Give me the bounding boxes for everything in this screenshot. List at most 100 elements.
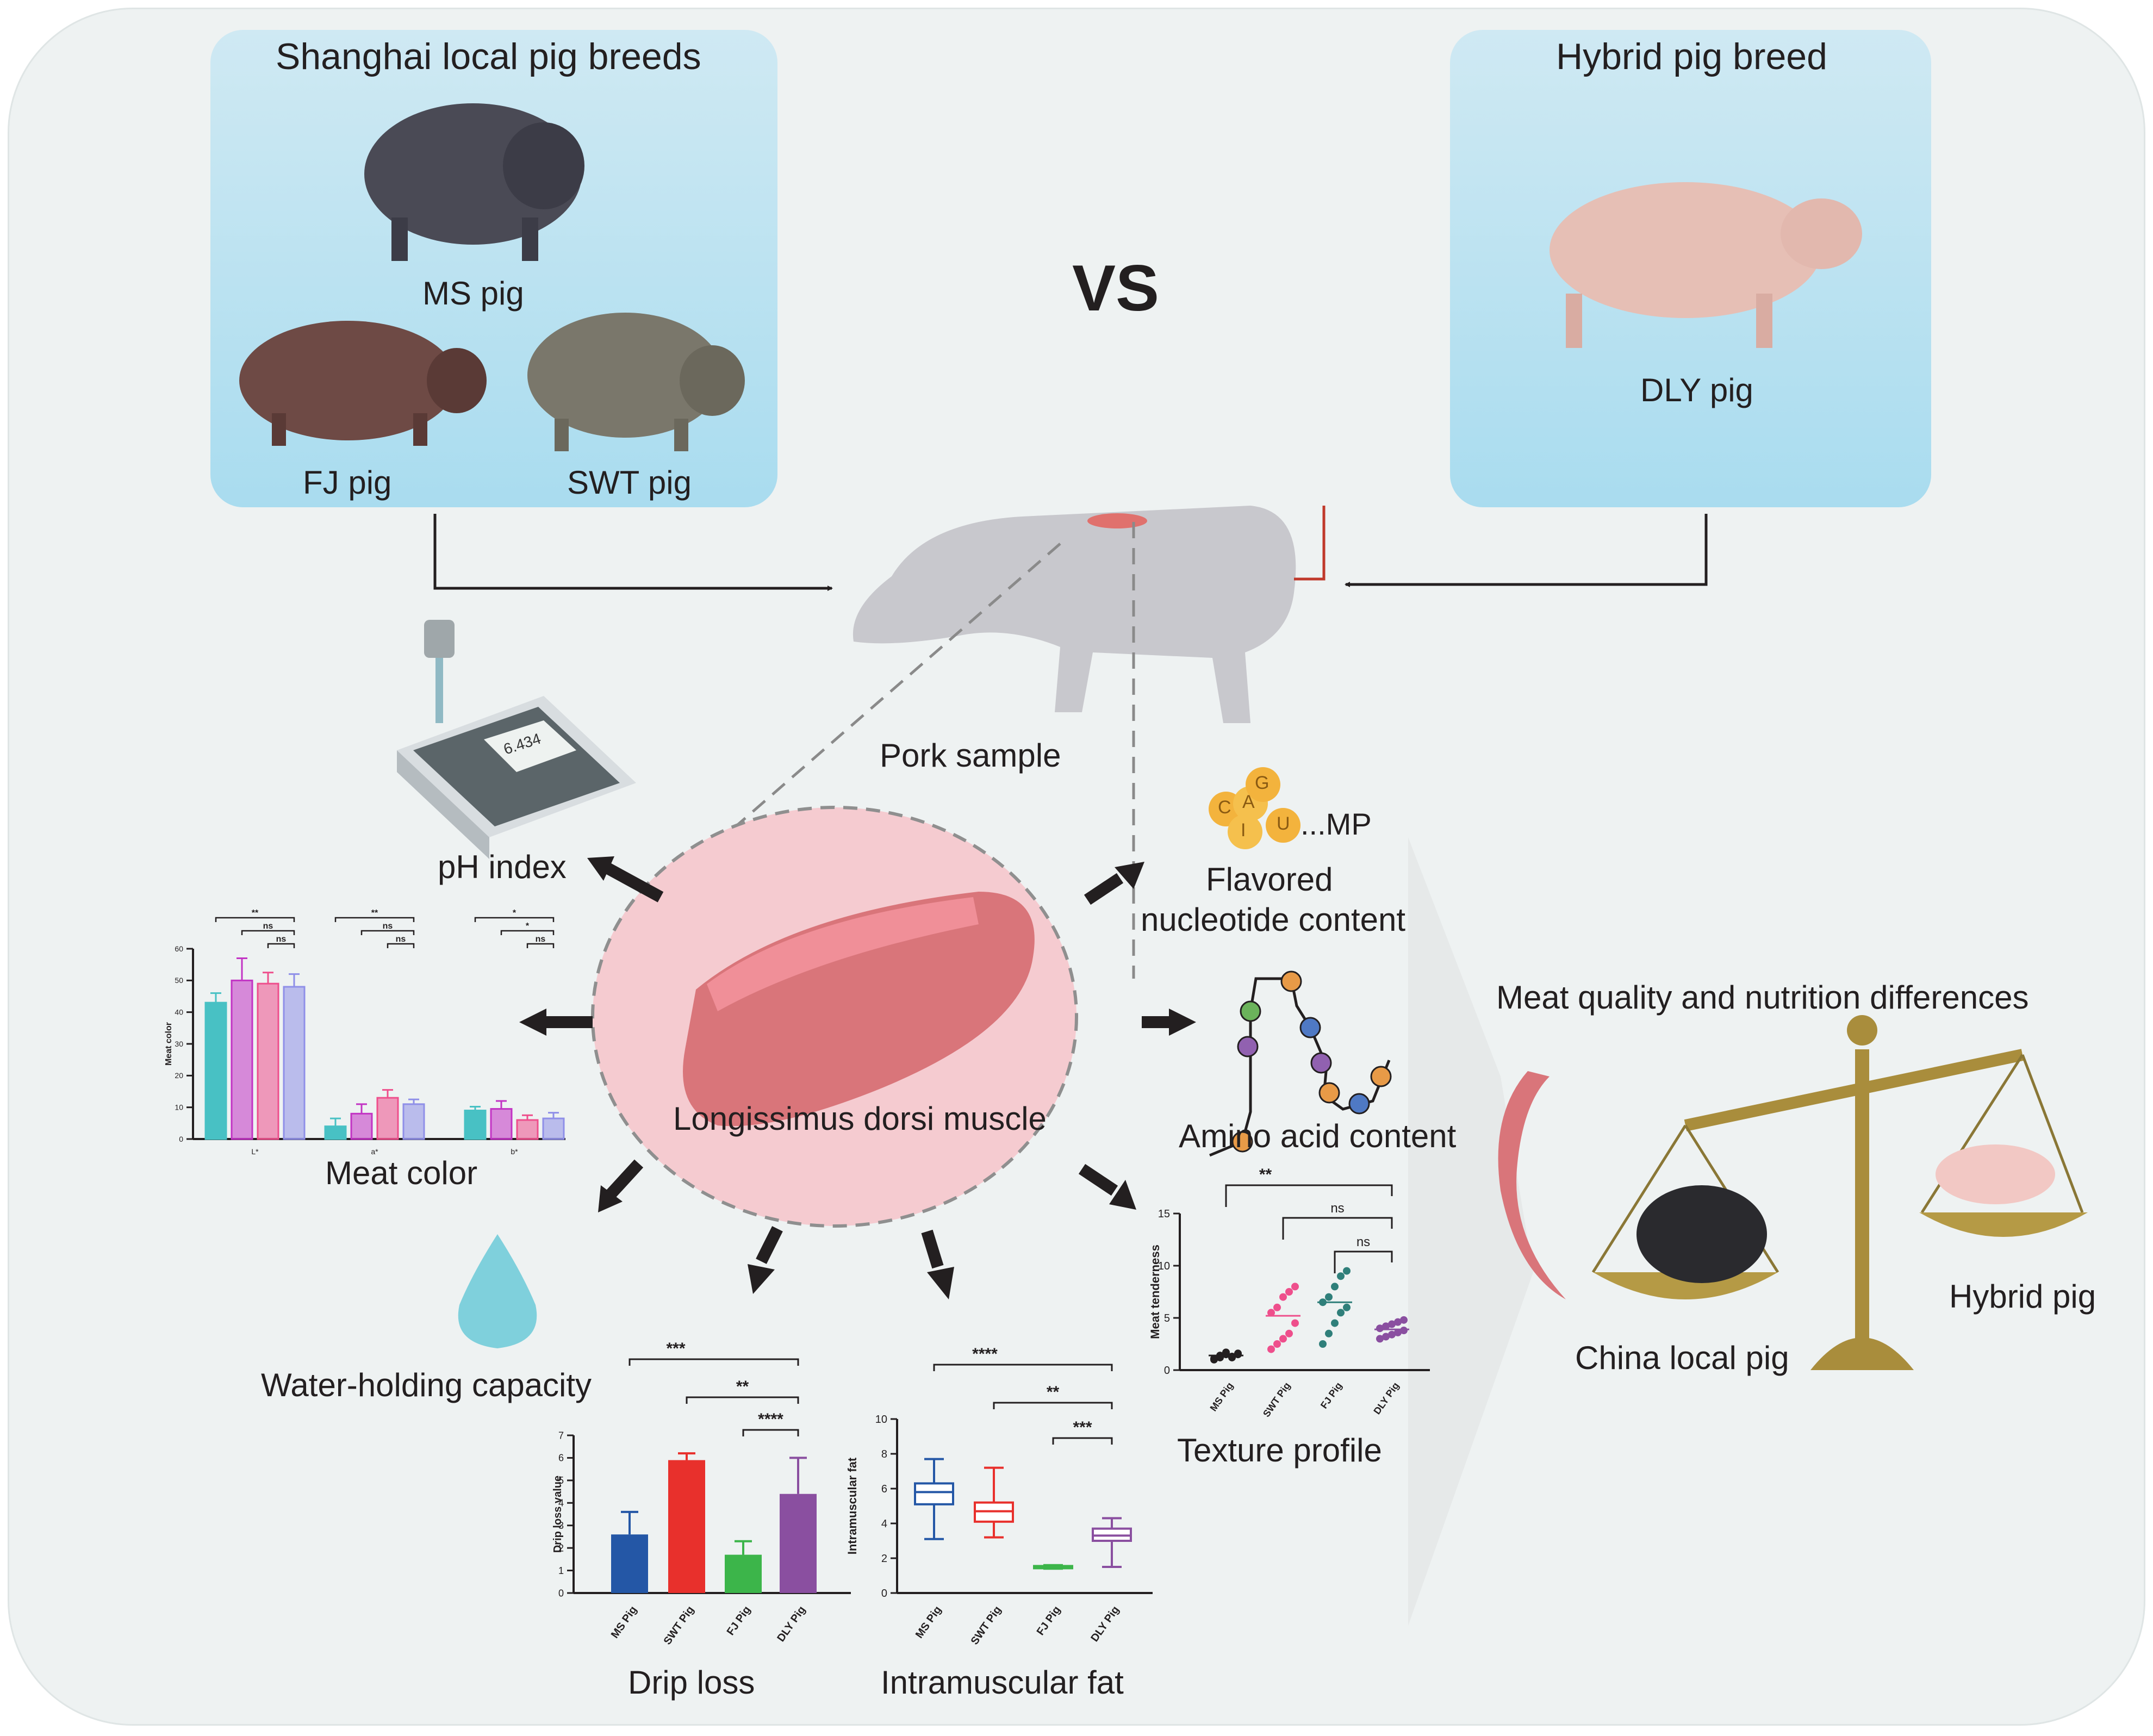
texture-point: [1222, 1348, 1230, 1357]
nucleotide-letter-u: U: [1277, 813, 1290, 834]
meat-color-significance-label: **: [371, 909, 378, 918]
water-drop-icon: [458, 1234, 537, 1348]
texture-point: [1325, 1329, 1333, 1337]
texture-significance-label: **: [1259, 1166, 1272, 1184]
meat-color-significance-bracket: [334, 917, 415, 922]
meat-color-significance-label: **: [252, 909, 259, 918]
drip-loss-bar: [780, 1494, 817, 1593]
texture-point: [1337, 1272, 1345, 1280]
drip-loss-significance-label: ****: [758, 1410, 783, 1428]
nucleotide-letter-a: A: [1242, 792, 1255, 812]
fj-pig-label: FJ pig: [303, 464, 392, 501]
drip-loss-bar: [611, 1534, 648, 1593]
imf-y-tick-label: 8: [881, 1448, 887, 1460]
meat-color-bar: [464, 1110, 487, 1140]
water-holding-label: Water-holding capacity: [261, 1367, 592, 1403]
texture-point: [1279, 1335, 1287, 1343]
drip-loss-label: Drip loss: [628, 1664, 755, 1701]
ph-meter-image: 6.434: [397, 620, 636, 859]
pork-sample-pig: [679, 506, 1326, 979]
muscle-label: Longissimus dorsi muscle: [673, 1100, 1047, 1137]
imf-significance-label: **: [1047, 1383, 1060, 1401]
imf-y-tick-label: 10: [875, 1414, 887, 1426]
imf-category-label: FJ Pig: [1035, 1604, 1063, 1638]
meat-color-y-tick-label: 20: [175, 1071, 183, 1080]
imf-category-label: MS Pig: [913, 1604, 944, 1640]
texture-point: [1331, 1283, 1339, 1291]
nucleotide-letter-i: I: [1241, 820, 1246, 841]
meat-color-category-label: b*: [511, 1147, 518, 1156]
imf-significance-label: ****: [972, 1345, 998, 1363]
meat-color-significance-label: ns: [263, 922, 273, 931]
drip-loss-significance-bracket: [629, 1358, 799, 1366]
texture-category-label: SWT Pig: [1261, 1380, 1292, 1419]
balance-title: Meat quality and nutrition differences: [1496, 979, 2029, 1016]
drip-loss-y-tick-label: 4: [558, 1498, 564, 1509]
texture-profile-label: Texture profile: [1177, 1432, 1382, 1469]
hybrid-pig-label: Hybrid pig: [1949, 1278, 2096, 1315]
texture-point: [1291, 1283, 1299, 1291]
texture-point: [1273, 1303, 1281, 1311]
muscle-steak-image: [683, 892, 1035, 1127]
texture-point: [1331, 1319, 1339, 1327]
texture-point: [1285, 1329, 1293, 1337]
meat-color-label: Meat color: [325, 1155, 478, 1191]
drip-loss-bar: [725, 1554, 762, 1593]
imf-significance-label: ***: [1073, 1418, 1092, 1436]
meat-color-y-tick-label: 40: [175, 1008, 183, 1017]
drip-loss-y-tick-label: 6: [558, 1453, 564, 1464]
texture-y-tick-label: 0: [1164, 1365, 1170, 1377]
drip-loss-bar: [668, 1460, 705, 1593]
meat-color-significance-label: ns: [536, 935, 546, 944]
drip-loss-significance-label: **: [736, 1378, 749, 1396]
texture-point: [1376, 1324, 1384, 1333]
nucleotide-content-label: nucleotide content: [1141, 901, 1406, 938]
texture-significance-label: ns: [1330, 1201, 1344, 1216]
meat-color-category-label: L*: [251, 1147, 259, 1156]
texture-point: [1394, 1328, 1402, 1336]
texture-point: [1343, 1267, 1351, 1275]
imf-y-tick-label: 2: [881, 1553, 887, 1565]
texture-point: [1234, 1351, 1242, 1359]
meat-color-bar: [542, 1117, 565, 1140]
meat-color-significance-bracket: [241, 930, 295, 935]
imf-significance-bracket: [993, 1402, 1113, 1409]
meat-color-bar: [283, 986, 306, 1140]
nucleotide-letter-g: G: [1255, 773, 1270, 793]
swt-pig-label: SWT pig: [567, 464, 692, 501]
meat-color-y-tick-label: 50: [175, 976, 183, 985]
local-breeds-title: Shanghai local pig breeds: [276, 36, 701, 77]
texture-point: [1273, 1340, 1281, 1348]
meat-color-significance-bracket: [360, 930, 415, 935]
imf-category-label: SWT Pig: [969, 1604, 1004, 1647]
drip-loss-category-label: SWT Pig: [662, 1604, 697, 1647]
drip-loss-y-tick-label: 2: [558, 1542, 564, 1553]
drip-loss-category-label: FJ Pig: [725, 1604, 753, 1638]
imf-significance-bracket: [933, 1364, 1113, 1371]
drip-loss-significance-label: ***: [666, 1340, 685, 1358]
dly-pig-label: DLY pig: [1640, 372, 1753, 408]
imf-category-label: DLY Pig: [1088, 1604, 1122, 1644]
texture-point: [1382, 1333, 1390, 1341]
ms-pig-image: [364, 103, 584, 261]
meat-color-bar: [402, 1103, 425, 1140]
amino-acid-beads: [1231, 970, 1392, 1153]
texture-point: [1382, 1322, 1390, 1330]
ph-index-label: pH index: [438, 849, 567, 885]
drip-loss-y-tick-label: 0: [558, 1588, 564, 1598]
meat-color-y-tick-label: 0: [179, 1135, 183, 1143]
texture-category-label: MS Pig: [1208, 1380, 1235, 1414]
meat-color-significance-label: ns: [276, 935, 287, 944]
texture-point: [1267, 1309, 1275, 1317]
texture-significance-label: ns: [1356, 1235, 1370, 1249]
meat-color-significance-bracket: [474, 917, 555, 922]
texture-y-tick-label: 5: [1164, 1312, 1170, 1324]
meat-color-significance-bracket: [526, 943, 555, 948]
dly-pig-image: [1550, 182, 1862, 348]
indicator-arrows: [519, 856, 1196, 1299]
drip-loss-y-tick-label: 1: [558, 1565, 564, 1576]
texture-significance-bracket: [1225, 1184, 1393, 1207]
